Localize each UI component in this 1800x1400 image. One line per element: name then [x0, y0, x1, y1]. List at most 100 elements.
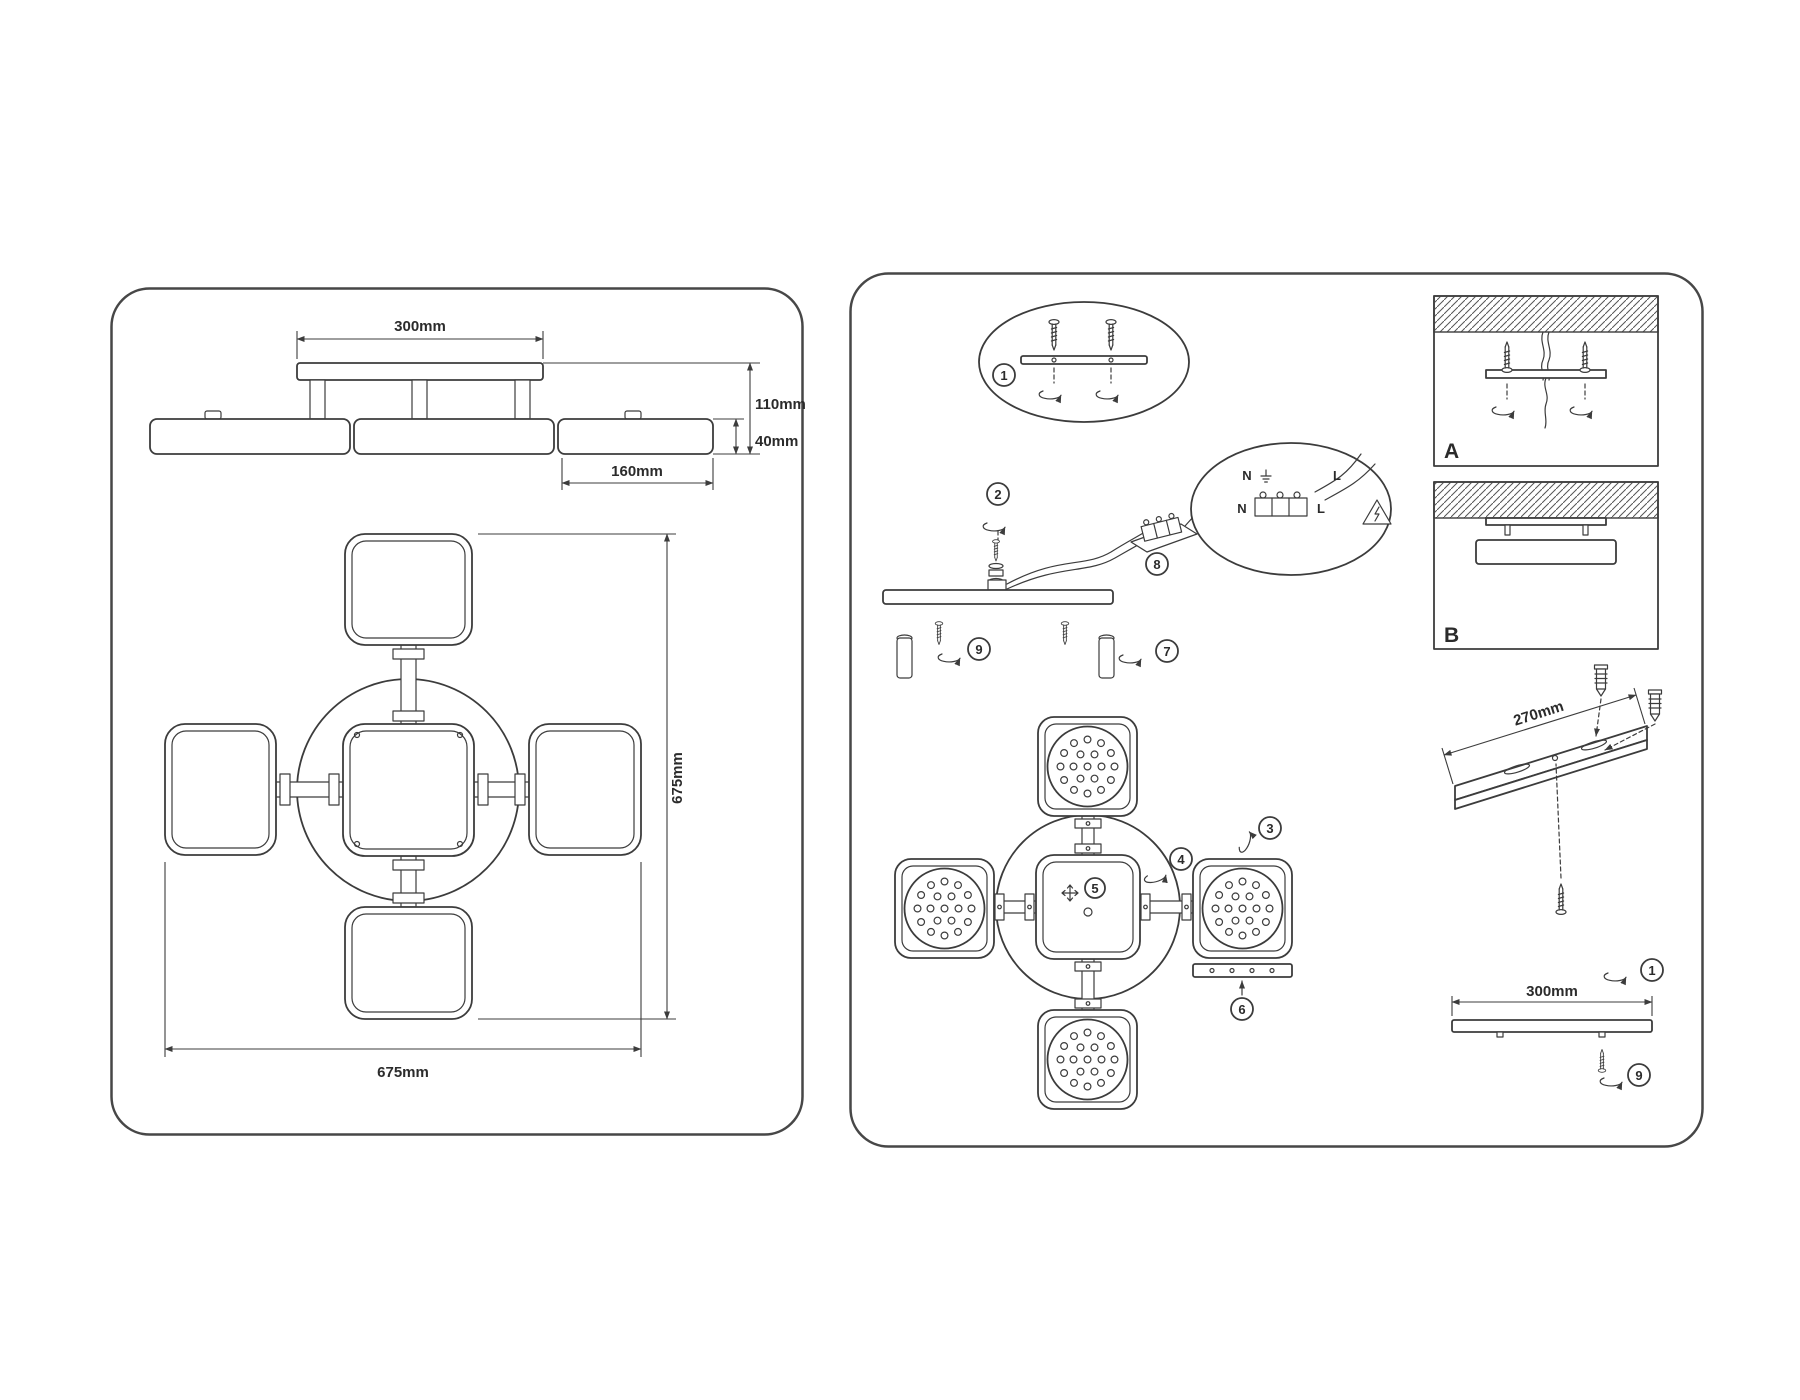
- svg-text:3: 3: [1266, 821, 1273, 836]
- shade-center: [342, 723, 475, 857]
- step-9-marker: 9: [967, 637, 991, 661]
- screw-icon: [1105, 319, 1117, 351]
- step-1-bracket-marker: 1: [1640, 958, 1664, 982]
- shade-center-assembly: 5: [1035, 854, 1141, 960]
- rotate-arrow-icon: [1238, 830, 1253, 853]
- bracket-270mm: 270mm 1: [1441, 664, 1664, 982]
- screw-icon: [1048, 319, 1060, 351]
- rotate-arrow-icon: [1492, 407, 1514, 415]
- step-3-marker: 3: [1258, 816, 1282, 840]
- rotate-arrow-icon: [1604, 973, 1626, 981]
- shade-bottom: [344, 906, 473, 1020]
- step6-diffuser: 6: [1192, 963, 1293, 1021]
- wire-neutral-label: N: [1242, 468, 1251, 483]
- screw-icon: [1060, 621, 1070, 645]
- svg-text:4: 4: [1177, 852, 1185, 867]
- rotate-arrow-icon: [1039, 391, 1061, 399]
- step9-step7-posts: 9 7: [896, 621, 1179, 679]
- option-b-label: B: [1444, 624, 1459, 647]
- rotate-arrow-icon: [1144, 871, 1167, 884]
- shade-right: [528, 723, 642, 856]
- side-view-drawing: 300mm 110mm 40mm: [149, 318, 806, 490]
- wiring-detail: N L N L: [1190, 442, 1392, 576]
- rotate-arrow-icon: [983, 523, 1005, 531]
- step-4-marker: 4: [1169, 847, 1193, 871]
- rotate-arrow-icon: [938, 654, 960, 662]
- dim-40mm-label: 40mm: [755, 433, 798, 450]
- step-8-marker: 8: [1145, 552, 1169, 576]
- shade-bottom-led: [1037, 1009, 1138, 1110]
- svg-text:5: 5: [1091, 881, 1098, 896]
- screw-icon: [1579, 341, 1591, 373]
- dim-shade-width: 160mm: [561, 458, 714, 490]
- mounting-bracket: [1020, 355, 1148, 365]
- screw-icon: [1555, 883, 1567, 916]
- dim-110mm-label: 110mm: [755, 396, 806, 413]
- svg-text:2: 2: [994, 487, 1001, 502]
- wire-neutral-label: N: [1237, 501, 1246, 516]
- wall-plug-icon: [1593, 664, 1609, 697]
- lamp-post: [1098, 637, 1115, 679]
- dim-overall-height: 675mm: [478, 533, 686, 1020]
- panel-installation: 1 A B: [849, 272, 1704, 1148]
- plate-300mm: 300mm 9: [1451, 983, 1653, 1087]
- canopy-plate: [1475, 539, 1617, 565]
- step-6-marker: 6: [1230, 997, 1254, 1021]
- shade-right-side: [557, 418, 714, 455]
- left-panel-frame: [110, 287, 804, 1136]
- screw-icon: [992, 539, 1000, 562]
- base-plate: [882, 589, 1114, 605]
- option-a-label: A: [1444, 440, 1459, 463]
- svg-text:7: 7: [1163, 644, 1170, 659]
- svg-text:1: 1: [1648, 963, 1655, 978]
- wire-line-label: L: [1317, 501, 1325, 516]
- mount-option-b: B: [1433, 481, 1659, 650]
- svg-text:1: 1: [1000, 368, 1007, 383]
- shade-left-led: [894, 858, 995, 959]
- rotate-arrow-icon: [1600, 1078, 1622, 1086]
- dim-675mm-vertical-label: 675mm: [669, 752, 686, 804]
- lightning-bolt-icon: [1374, 506, 1380, 522]
- svg-text:6: 6: [1238, 1002, 1245, 1017]
- shade-center-side: [353, 418, 555, 455]
- shade-right-led: [1192, 858, 1293, 959]
- move-arrows-icon: [1061, 884, 1079, 902]
- dim-top-width: 300mm: [296, 318, 544, 359]
- mount-option-a: A: [1433, 295, 1659, 467]
- screw-icon: [1597, 1049, 1607, 1073]
- top-view-drawing: 675mm 675mm: [164, 533, 686, 1081]
- wire-line-label: L: [1333, 468, 1341, 483]
- dim-300mm-label: 300mm: [394, 318, 446, 335]
- step2-canopy: 2 8: [882, 482, 1198, 605]
- svg-text:9: 9: [1635, 1068, 1642, 1083]
- shade-top-led: [1037, 716, 1138, 817]
- wall-plug-icon: [1647, 689, 1663, 722]
- terminal-block: [1254, 497, 1308, 517]
- dim-270mm-label: 270mm: [1511, 698, 1565, 730]
- svg-text:9: 9: [975, 642, 982, 657]
- dim-300mm-label: 300mm: [1526, 983, 1578, 1000]
- shade-left: [164, 723, 277, 856]
- mounting-bracket: [1485, 517, 1607, 526]
- warning-triangle-icon: [1362, 499, 1392, 525]
- step-9-plate-marker: 9: [1627, 1063, 1651, 1087]
- dim-675mm-horizontal-label: 675mm: [377, 1064, 429, 1081]
- step-5-marker: 5: [1084, 877, 1106, 899]
- screw-icon: [1501, 341, 1513, 373]
- base-plate: [1451, 1019, 1653, 1033]
- step-7-marker: 7: [1155, 639, 1179, 663]
- rotate-arrow-icon: [1096, 391, 1118, 399]
- panel-dimensions: 300mm 110mm 40mm: [110, 287, 806, 1136]
- rotate-arrow-icon: [1570, 407, 1592, 415]
- right-panel-frame: [849, 272, 1704, 1148]
- lamp-post: [896, 637, 913, 679]
- terminal-block: [1140, 512, 1183, 542]
- shade-left-side: [149, 418, 351, 455]
- dim-heights: 110mm 40mm: [543, 362, 806, 455]
- dim-160mm-label: 160mm: [611, 463, 663, 480]
- rotate-arrow-icon: [1119, 655, 1141, 663]
- step-1-marker: 1: [992, 363, 1016, 387]
- step-2-marker: 2: [986, 482, 1010, 506]
- step1-bracket-detail: 1: [978, 301, 1190, 423]
